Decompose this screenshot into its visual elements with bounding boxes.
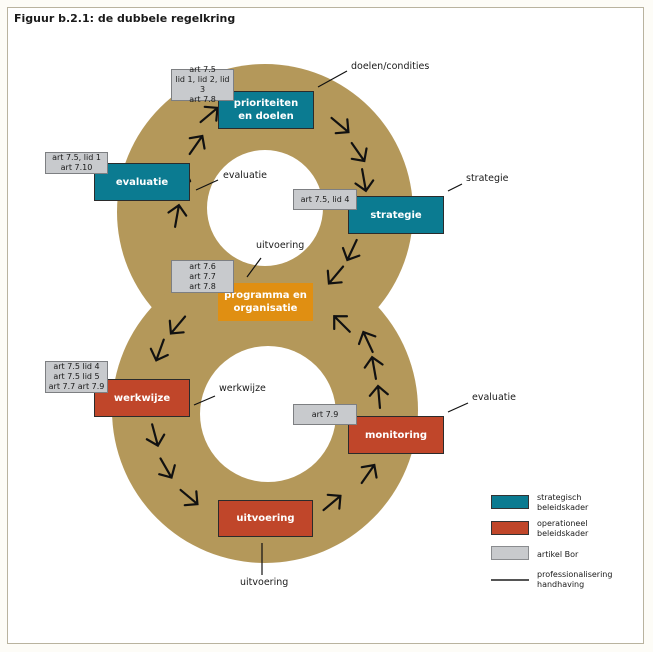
flow-arrow-icon (188, 134, 206, 156)
flow-arrow-icon (326, 265, 345, 285)
legend-label-strategic: strategisch beleidskader (537, 493, 589, 512)
callout-line-werkwijze (193, 395, 216, 406)
flow-arrow-icon (368, 384, 389, 410)
callout-evaluatie-bottom: evaluatie (472, 392, 516, 403)
flow-arrow-icon (350, 141, 368, 163)
left-notch (80, 268, 117, 318)
legend-label-operational: operationeel beleidskader (537, 519, 589, 538)
article-werkwijze: art 7.5 lid 4 art 7.5 lid 5 art 7.7 art … (45, 361, 108, 393)
flow-arrow-icon (179, 488, 199, 507)
flow-arrow-icon (145, 423, 166, 448)
callout-doelen: doelen/condities (351, 61, 430, 72)
box-monitoring[interactable]: monitoring (348, 416, 444, 454)
article-programma: art 7.6 art 7.7 art 7.8 (171, 260, 234, 293)
article-prioriteiten: art 7.5 lid 1, lid 2, lid 3 art 7.8 (171, 65, 234, 104)
flow-arrow-icon (357, 330, 377, 354)
callout-line-evaluatie-bottom (447, 402, 469, 413)
legend-line-professionalisering (491, 579, 529, 581)
callout-evaluatie-top: evaluatie (223, 170, 267, 181)
box-werkwijze[interactable]: werkwijze (94, 379, 190, 417)
callout-werkwijze: werkwijze (219, 383, 266, 394)
flow-arrow-icon (333, 315, 351, 333)
flow-arrow-icon (167, 203, 188, 228)
bottom-ring-hole (200, 346, 336, 482)
flow-arrow-icon (168, 315, 187, 335)
flow-arrow-icon (158, 457, 176, 479)
right-notch (416, 268, 455, 318)
callout-uitvoering-bottom: uitvoering (240, 577, 289, 588)
article-monitoring: art 7.9 (293, 404, 357, 425)
callout-line-strategie (447, 183, 463, 192)
flow-arrows (145, 105, 389, 512)
callout-line-doelen (317, 70, 348, 88)
legend-swatch-operational (491, 521, 529, 535)
box-evaluatie[interactable]: evaluatie (94, 163, 190, 201)
legend-swatch-article (491, 546, 529, 560)
article-strategie: art 7.5, lid 4 (293, 189, 357, 210)
figure-title: Figuur b.2.1: de dubbele regelkring (14, 12, 236, 25)
callout-strategie: strategie (466, 173, 509, 184)
callout-line-uitvoering-top (246, 257, 262, 278)
box-strategie[interactable]: strategie (348, 196, 444, 234)
flow-arrow-icon (199, 105, 219, 124)
callout-lines (193, 70, 469, 575)
box-uitvoering[interactable]: uitvoering (218, 500, 313, 537)
flow-arrow-icon (360, 463, 378, 485)
flow-arrow-icon (363, 355, 384, 380)
flow-arrow-icon (354, 168, 375, 193)
callout-line-evaluatie-top (195, 179, 219, 191)
article-evaluatie: art 7.5, lid 1 art 7.10 (45, 152, 108, 174)
flow-arrow-icon (149, 338, 169, 362)
flow-arrow-icon (322, 493, 342, 512)
legend-label-article: artikel Bor (537, 550, 579, 559)
callout-uitvoering-top: uitvoering (256, 240, 305, 251)
legend-swatch-strategic (491, 495, 529, 509)
top-ring-hole (207, 150, 323, 266)
box-prioriteiten[interactable]: prioriteiten en doelen (218, 91, 314, 129)
legend-label-professionalisering: professionalisering handhaving (537, 570, 613, 589)
flow-arrow-icon (341, 238, 361, 262)
flow-arrow-icon (330, 116, 350, 135)
